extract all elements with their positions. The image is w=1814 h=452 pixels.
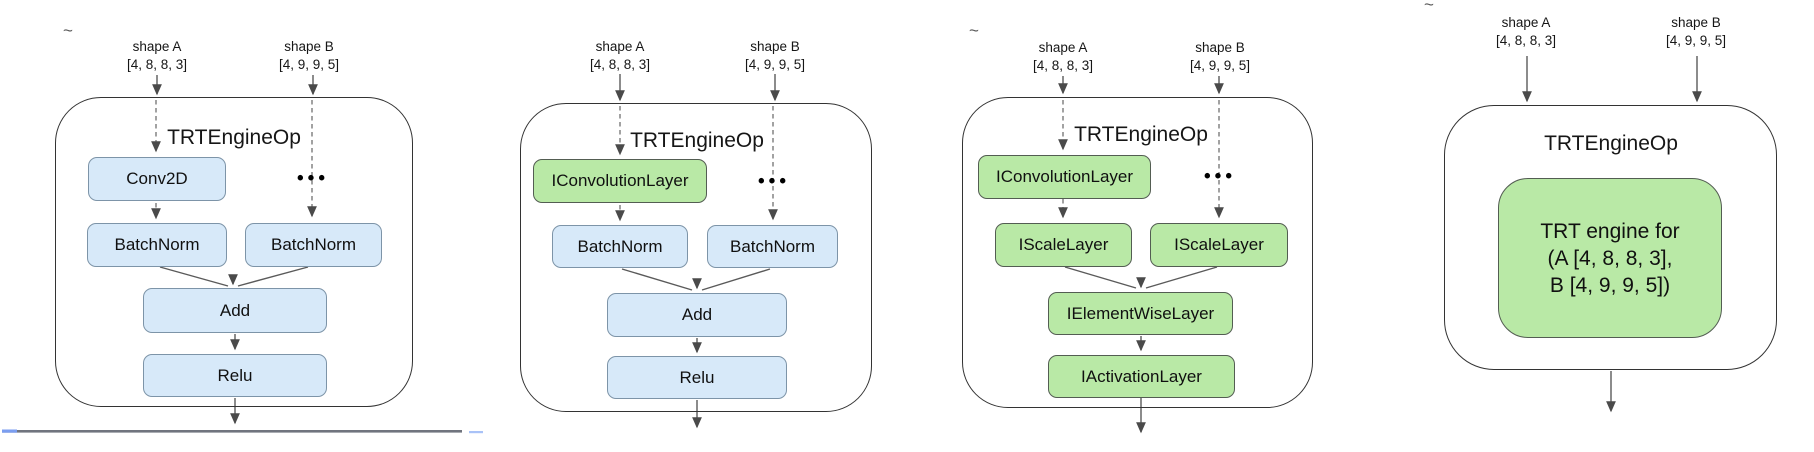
input-shape-a-label: shape A <box>1038 40 1088 55</box>
input-shape-a-label: shape A <box>595 39 645 54</box>
node-batchnorm-left: BatchNorm <box>87 223 227 267</box>
input-shape-b-dims: [4, 9, 9, 5] <box>1189 57 1251 73</box>
input-shape-a: shape A [4, 8, 8, 3] <box>1033 39 1093 74</box>
trt-engine-op-container-4 <box>1444 105 1777 370</box>
input-shape-b-dims: [4, 9, 9, 5] <box>1665 32 1727 48</box>
node-iscalelayer-left: IScaleLayer <box>995 223 1132 267</box>
input-shape-b: shape B [4, 9, 9, 5] <box>1190 39 1250 74</box>
node-iactivationlayer: IActivationLayer <box>1048 355 1235 398</box>
trt-engine-op-container-2 <box>520 103 872 412</box>
input-shape-a: shape A [4, 8, 8, 3] <box>1496 14 1556 49</box>
squiggle-mark: ~ <box>969 21 979 40</box>
panel-1-arrows <box>151 75 318 425</box>
panel-3-title: TRTEngineOp <box>1074 123 1208 146</box>
input-shape-b-dims: [4, 9, 9, 5] <box>744 56 806 72</box>
node-batchnorm-left: BatchNorm <box>552 225 688 268</box>
panel-1-title: TRTEngineOp <box>167 126 301 149</box>
node-conv2d: Conv2D <box>88 157 226 201</box>
trt-engine-op-container-1 <box>55 97 413 407</box>
node-relu: Relu <box>607 356 787 399</box>
input-shape-b-label: shape B <box>750 39 800 54</box>
panel-2-title: TRTEngineOp <box>630 129 764 152</box>
input-shape-b-label: shape B <box>1195 40 1245 55</box>
ellipsis-dots: ••• <box>297 168 329 189</box>
squiggle-mark: ~ <box>63 21 73 40</box>
input-shape-a-dims: [4, 8, 8, 3] <box>589 56 651 72</box>
node-relu: Relu <box>143 354 327 397</box>
trt-engine-text-line3: B [4, 9, 9, 5]) <box>1549 273 1671 297</box>
input-shape-a-dims: [4, 8, 8, 3] <box>1495 32 1557 48</box>
node-batchnorm-right: BatchNorm <box>245 223 382 267</box>
input-shape-b-label: shape B <box>284 39 334 54</box>
panel-2-arrows <box>615 74 780 429</box>
ellipsis-dots: ••• <box>758 171 790 192</box>
node-add: Add <box>143 288 327 333</box>
squiggle-mark: ~ <box>1424 0 1434 14</box>
node-iscalelayer-right: IScaleLayer <box>1150 223 1288 267</box>
ellipsis-dots: ••• <box>1204 166 1236 187</box>
panel-3-arrows <box>1058 76 1224 434</box>
input-shape-a: shape A [4, 8, 8, 3] <box>590 38 650 73</box>
input-shape-b: shape B [4, 9, 9, 5] <box>279 38 339 73</box>
panel-4-title: TRTEngineOp <box>1544 132 1678 155</box>
trt-engine-op-container-3 <box>962 97 1313 408</box>
input-shape-b: shape B [4, 9, 9, 5] <box>1666 14 1726 49</box>
trt-engine-text-line2: (A [4, 8, 8, 3], <box>1547 246 1673 270</box>
panel-4-arrows <box>1522 56 1702 413</box>
input-shape-a-dims: [4, 8, 8, 3] <box>126 56 188 72</box>
node-ielementwiselayer: IElementWiseLayer <box>1048 292 1233 335</box>
trt-engine-node: TRT engine for (A [4, 8, 8, 3], B [4, 9,… <box>1498 178 1722 338</box>
node-iconvolutionlayer: IConvolutionLayer <box>533 159 707 203</box>
input-shape-b-label: shape B <box>1671 15 1721 30</box>
input-shape-b: shape B [4, 9, 9, 5] <box>745 38 805 73</box>
input-shape-a-label: shape A <box>1501 15 1551 30</box>
node-batchnorm-right: BatchNorm <box>707 225 838 268</box>
video-progress-bar[interactable] <box>2 429 483 434</box>
input-shape-b-dims: [4, 9, 9, 5] <box>278 56 340 72</box>
input-shape-a-dims: [4, 8, 8, 3] <box>1032 57 1094 73</box>
input-shape-a-label: shape A <box>132 39 182 54</box>
node-iconvolutionlayer: IConvolutionLayer <box>978 155 1151 199</box>
trt-engine-text-line1: TRT engine for <box>1540 219 1680 243</box>
node-add: Add <box>607 293 787 337</box>
input-shape-a: shape A [4, 8, 8, 3] <box>127 38 187 73</box>
